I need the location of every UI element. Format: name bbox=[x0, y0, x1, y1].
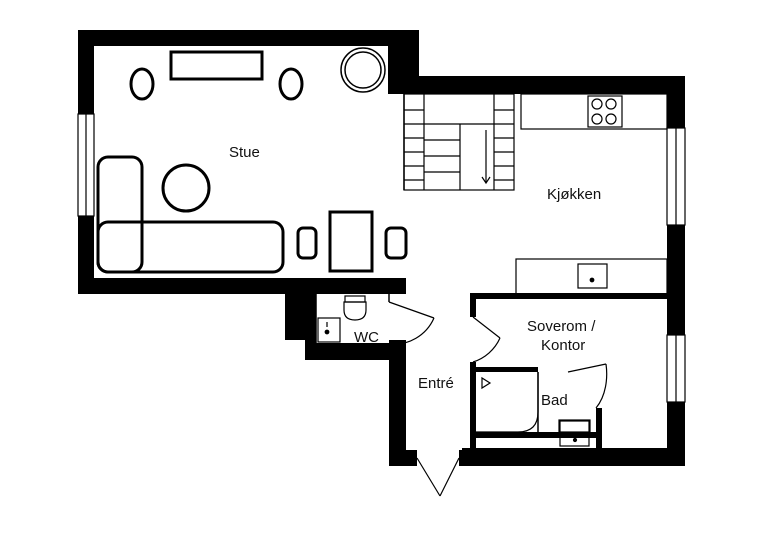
wall-bedroom-top bbox=[470, 293, 667, 299]
doors bbox=[388, 301, 608, 497]
speaker-left bbox=[129, 67, 155, 101]
door-entrance bbox=[416, 457, 460, 497]
plant-pot bbox=[340, 47, 386, 93]
stairs bbox=[403, 93, 515, 191]
door-bad bbox=[567, 363, 608, 409]
wall-right-middle bbox=[667, 225, 685, 335]
kitchen bbox=[515, 93, 668, 295]
window-bedroom-right bbox=[666, 334, 686, 403]
label-soverom: Soverom / bbox=[527, 318, 596, 335]
wall-entre-left bbox=[389, 340, 406, 466]
sink-icon bbox=[577, 263, 608, 289]
door-bedroom bbox=[472, 316, 501, 363]
tv-bench bbox=[169, 50, 264, 81]
wall-bedroom-left-lower bbox=[470, 362, 476, 458]
stove-icon bbox=[587, 95, 623, 128]
washbasin-icon bbox=[558, 419, 591, 447]
dining-table bbox=[328, 210, 374, 273]
wall-bad-bottom bbox=[476, 432, 602, 438]
label-wc: WC bbox=[354, 329, 379, 346]
speaker-right bbox=[278, 67, 304, 101]
wall-entre-bottom-left bbox=[389, 450, 417, 466]
wall-wc-left bbox=[285, 290, 305, 340]
chair-right bbox=[384, 226, 408, 260]
wall-kitchen-top bbox=[388, 76, 685, 94]
wall-stue-left-upper bbox=[78, 30, 94, 114]
window-stue-left bbox=[77, 113, 95, 217]
wall-stue-bottom bbox=[78, 278, 406, 294]
label-entre: Entré bbox=[418, 375, 454, 392]
wall-bedroom-left-upper bbox=[470, 293, 476, 317]
wall-stue-left-lower bbox=[78, 216, 94, 294]
wall-wc-left-inner bbox=[305, 290, 316, 360]
walls bbox=[78, 30, 685, 466]
bad-fixtures bbox=[476, 372, 591, 447]
label-bad: Bad bbox=[541, 392, 568, 409]
wall-bottom-right bbox=[462, 448, 685, 466]
washbasin-icon bbox=[317, 317, 341, 343]
wall-right-upper bbox=[667, 76, 685, 128]
wall-stue-top bbox=[78, 30, 419, 46]
door-wc bbox=[388, 301, 435, 345]
sofa-chaise bbox=[96, 155, 144, 274]
shower-drain-icon bbox=[481, 376, 492, 390]
label-kontor: Kontor bbox=[541, 337, 585, 354]
toilet-icon bbox=[343, 295, 367, 321]
stairs-arrow-icon bbox=[481, 130, 491, 185]
wc-fixtures bbox=[317, 295, 367, 343]
chair-left bbox=[296, 226, 318, 260]
wall-wc-bottom bbox=[305, 343, 404, 360]
counter-bottom bbox=[515, 258, 668, 295]
label-kjokken: Kjøkken bbox=[547, 186, 601, 203]
coffee-table bbox=[161, 163, 211, 213]
shower-corner bbox=[476, 372, 539, 433]
stue-furniture bbox=[96, 47, 408, 274]
window-kitchen-right bbox=[666, 127, 686, 226]
label-stue: Stue bbox=[229, 144, 260, 161]
wall-bad-top bbox=[476, 367, 538, 372]
sofa-main bbox=[96, 220, 285, 274]
counter-top bbox=[520, 93, 668, 130]
wall-entre-bottom-right bbox=[459, 450, 471, 466]
windows bbox=[77, 113, 686, 403]
